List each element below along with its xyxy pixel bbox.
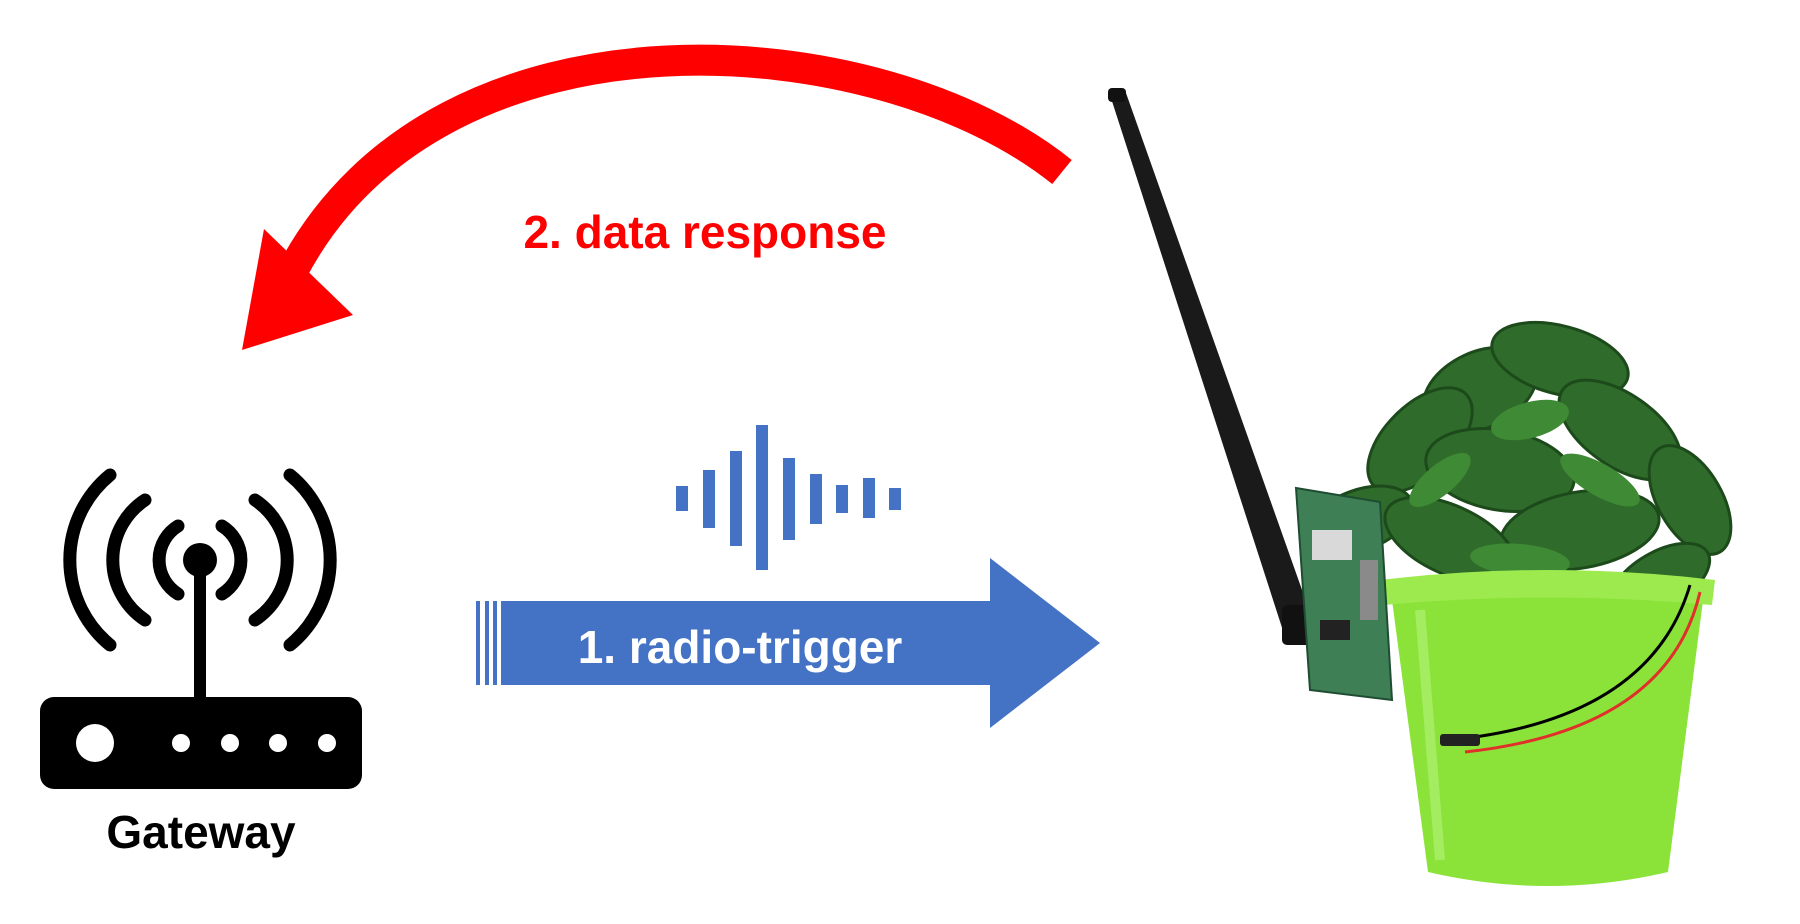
data-response-label: 2. data response xyxy=(523,206,886,258)
radio-trigger-label: 1. radio-trigger xyxy=(578,621,903,673)
gateway-label: Gateway xyxy=(106,806,296,858)
wireless-router-icon xyxy=(40,468,362,789)
potted-plant-sensor-icon xyxy=(1108,88,1733,886)
radio-trigger-arrow xyxy=(476,558,1100,728)
sound-wave-icon xyxy=(676,425,901,570)
data-response-arrow xyxy=(242,44,1072,350)
